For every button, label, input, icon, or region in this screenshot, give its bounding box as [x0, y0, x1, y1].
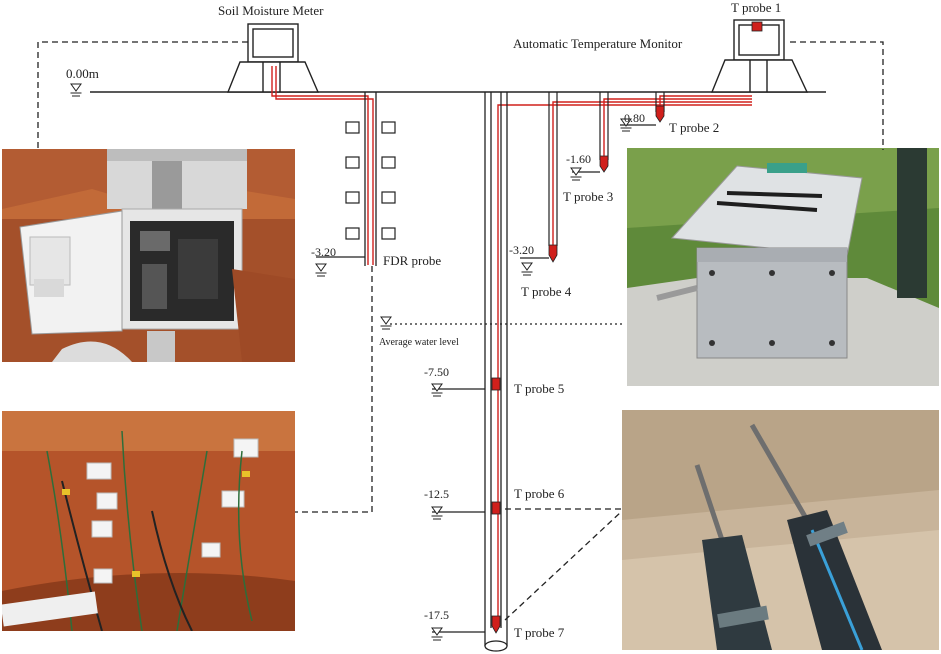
depth-probe-7: -17.5 — [424, 608, 449, 622]
fdr-probe-tube — [364, 92, 377, 266]
label-t-probe-2: T probe 2 — [669, 120, 719, 135]
borehole — [484, 92, 508, 652]
label-t-probe-4: T probe 4 — [521, 284, 572, 299]
level-symbols — [70, 83, 632, 641]
t-probe-3-marker — [599, 155, 609, 173]
depth-probe-3: -1.60 — [566, 152, 591, 166]
depth-fdr: -3.20 — [311, 245, 336, 259]
t-probe-7-marker — [491, 615, 501, 634]
label-ground-level: 0.00m — [66, 66, 99, 81]
label-t-probe-7: T probe 7 — [514, 625, 565, 640]
level-symbol-probe-2 — [620, 118, 632, 132]
fdr-sensors — [345, 121, 396, 240]
label-automatic-temperature-monitor: Automatic Temperature Monitor — [513, 36, 683, 51]
level-symbol-probe-3 — [570, 167, 582, 181]
photo-monitor-box — [627, 148, 939, 386]
label-t-probe-5: T probe 5 — [514, 381, 564, 396]
dash-monitor-to-photo — [790, 41, 884, 150]
label-t-probe-6: T probe 6 — [514, 486, 565, 501]
t-probe-4-marker — [548, 244, 558, 263]
label-t-probe-1: T probe 1 — [731, 0, 781, 15]
soil-moisture-meter-icon — [226, 23, 320, 93]
level-symbol-fdr — [315, 263, 327, 277]
label-average-water-level: Average water level — [379, 337, 459, 348]
photo-probes — [622, 410, 939, 650]
level-symbol-water — [380, 316, 392, 330]
t-probe-1-marker — [751, 21, 763, 32]
depth-probe-2: -0.80 — [620, 111, 645, 125]
dash-fdr-to-photo — [295, 266, 373, 513]
dash-probe7-to-photo — [504, 511, 622, 621]
photo-sensor-wall — [2, 411, 295, 631]
dash-soil-meter-to-photo — [37, 41, 248, 149]
label-fdr-probe: FDR probe — [383, 253, 441, 268]
t-probe-2-marker — [655, 105, 665, 123]
level-symbol-probe-7 — [431, 627, 443, 641]
t-probe-6-marker — [491, 501, 501, 515]
level-symbol-probe-5 — [431, 383, 443, 397]
depth-probe-6: -12.5 — [424, 487, 449, 501]
level-symbol-probe-6 — [431, 506, 443, 520]
photo-datalogger — [2, 149, 295, 362]
depth-probe-4: -3.20 — [509, 243, 534, 257]
level-symbol-ground — [70, 83, 82, 97]
depth-probe-5: -7.50 — [424, 365, 449, 379]
label-soil-moisture-meter: Soil Moisture Meter — [218, 3, 324, 18]
t-probe-5-marker — [491, 377, 501, 391]
label-t-probe-3: T probe 3 — [563, 189, 613, 204]
level-symbol-probe-4 — [521, 262, 533, 276]
